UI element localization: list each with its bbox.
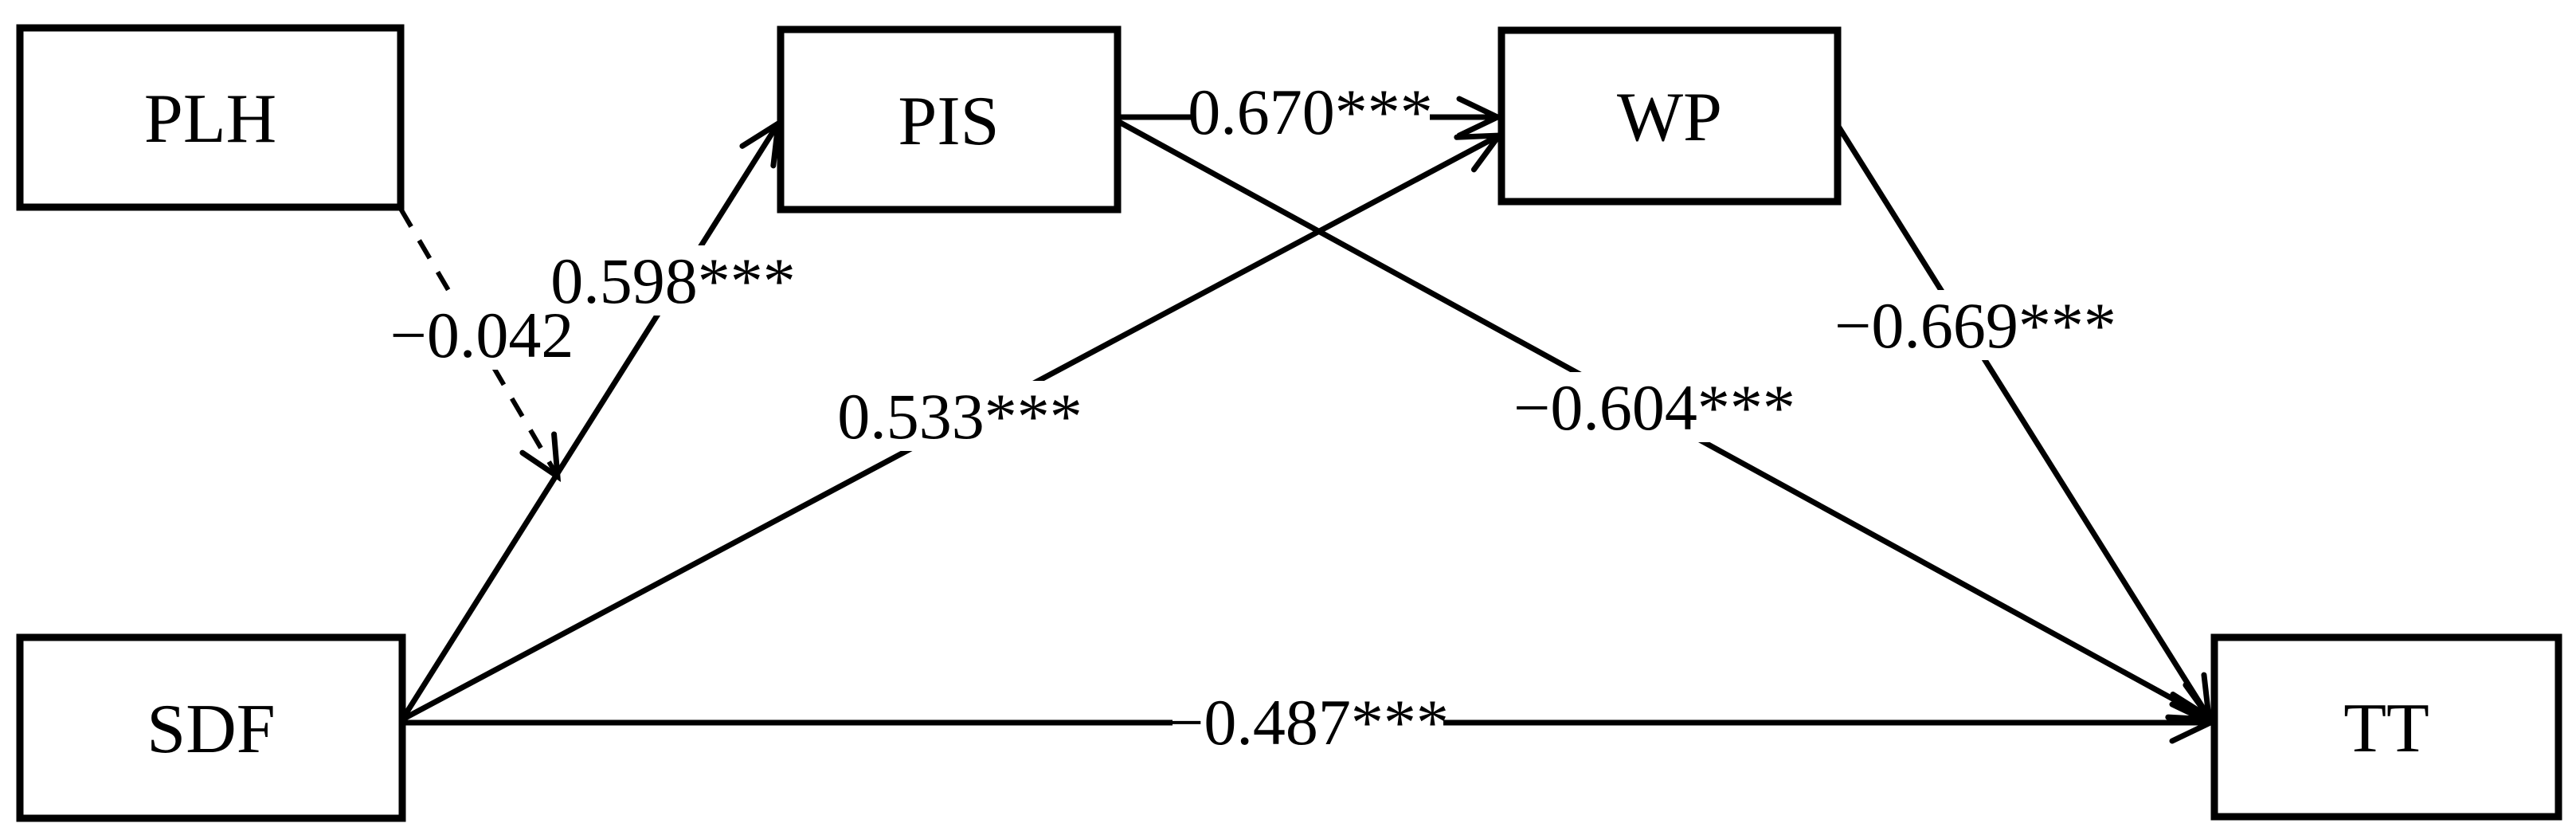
label-bg-sdf-wp	[840, 381, 1079, 451]
edge-labels: −0.042 0.598*** 0.533*** 0.670*** −0.604…	[390, 76, 2116, 759]
label-bg-pis-wp	[1191, 76, 1430, 147]
edge-label-backgrounds	[382, 76, 2111, 757]
label-bg-sdf-pis	[554, 245, 793, 316]
edge-lines	[398, 117, 2210, 723]
coefficient-pis-wp: 0.670***	[1188, 76, 1433, 148]
node-wp-box	[1497, 26, 1842, 206]
edge-sdf-to-pis-arrow	[400, 123, 778, 721]
coefficient-pis-tt: −0.604***	[1513, 371, 1795, 444]
node-pis: PIS	[777, 25, 1122, 214]
node-plh-label: PLH	[144, 80, 276, 158]
node-plh: PLH	[16, 24, 405, 211]
edge-wp-to-tt-arrow	[1835, 123, 2209, 717]
node-sdf-label: SDF	[147, 691, 275, 768]
coefficient-sdf-pis: 0.598***	[550, 245, 796, 317]
nodes: PLH PIS WP SDF TT	[16, 24, 2562, 822]
node-wp-label: WP	[1617, 79, 1722, 156]
node-sdf: SDF	[16, 633, 406, 822]
label-bg-plh-moderation	[382, 300, 581, 370]
node-sdf-box	[16, 633, 406, 822]
coefficient-wp-tt: −0.669***	[1834, 289, 2116, 362]
node-plh-box	[16, 24, 405, 211]
coefficient-sdf-wp: 0.533***	[837, 380, 1082, 453]
node-wp: WP	[1497, 26, 1842, 206]
node-pis-label: PIS	[898, 83, 999, 160]
node-tt-box	[2210, 633, 2562, 821]
node-tt-label: TT	[2343, 690, 2429, 767]
node-tt: TT	[2210, 633, 2562, 821]
coefficient-plh-moderation: −0.042	[390, 299, 574, 371]
label-bg-pis-tt	[1519, 372, 1790, 442]
coefficient-sdf-tt: −0.487***	[1167, 686, 1449, 759]
label-bg-sdf-tt	[1173, 687, 1443, 757]
node-pis-box	[777, 25, 1122, 214]
label-bg-wp-tt	[1840, 290, 2111, 360]
